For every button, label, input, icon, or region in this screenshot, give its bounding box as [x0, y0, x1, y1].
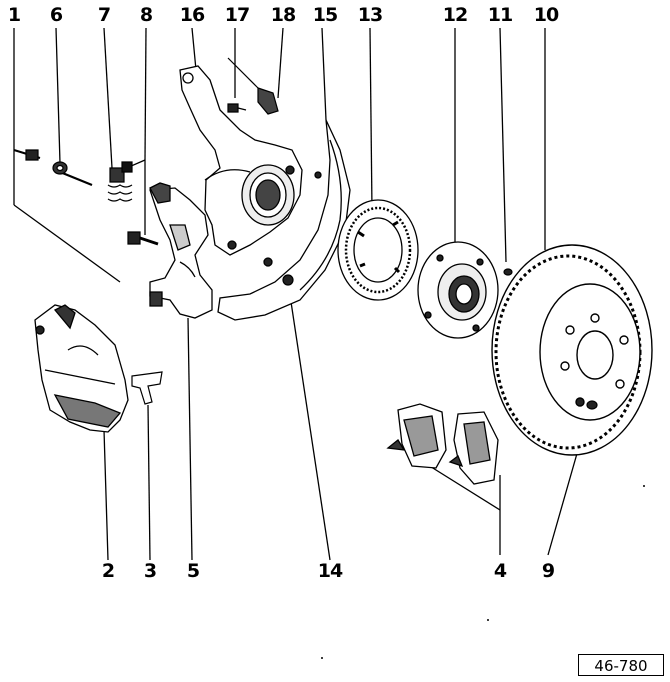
part-label-11: 11 [487, 4, 513, 26]
part-label-1: 1 [7, 4, 21, 26]
leader-18 [278, 28, 283, 98]
part-label-13: 13 [357, 4, 383, 26]
spring-clip-part-3 [132, 372, 162, 404]
part-label-12: 12 [442, 4, 468, 26]
guide-bolts-part-7 [108, 162, 132, 201]
part-label-8: 8 [139, 4, 153, 26]
ref-dots [321, 485, 645, 659]
part-label-14: 14 [317, 560, 343, 582]
leader-14 [288, 282, 330, 560]
leader-7 [104, 28, 112, 168]
bolt-part-14 [283, 275, 293, 285]
leader-5 [188, 318, 192, 560]
brake-pads-part-4 [388, 404, 498, 484]
part-label-4: 4 [493, 560, 507, 582]
wheel-hub-part-12 [418, 242, 498, 338]
part-label-7: 7 [97, 4, 111, 26]
leader-16 [192, 28, 196, 70]
leader-2 [104, 430, 108, 560]
part-label-6: 6 [49, 4, 63, 26]
part-label-17: 17 [224, 4, 250, 26]
leader-8 [145, 28, 146, 160]
abs-sensor-part-17-18 [228, 58, 278, 114]
part-label-18: 18 [270, 4, 296, 26]
splash-shield-part-15 [218, 120, 350, 320]
leader-15 [322, 28, 326, 120]
part-label-15: 15 [312, 4, 338, 26]
bolt-part-8 [128, 232, 158, 244]
leader-13 [370, 28, 372, 210]
screw-part-11 [504, 269, 512, 275]
part-label-3: 3 [143, 560, 157, 582]
caliper-housing-part-2 [35, 305, 128, 432]
leader-1b [14, 205, 120, 282]
part-label-2: 2 [101, 560, 115, 582]
bolt-part-6 [53, 162, 92, 185]
leader-6 [56, 28, 60, 163]
caliper-carrier-part-5 [150, 183, 212, 318]
part-label-16: 16 [179, 4, 205, 26]
part-label-9: 9 [541, 560, 555, 582]
bolt-part-1 [14, 150, 40, 160]
figure-reference-code: 46-780 [578, 654, 664, 676]
part-label-10: 10 [533, 4, 559, 26]
steering-knuckle-part-16 [180, 66, 302, 255]
leader-3 [148, 405, 150, 560]
screw-part-9 [587, 401, 597, 409]
part-label-5: 5 [186, 560, 200, 582]
leader-11 [500, 28, 506, 262]
brake-disc-part-10 [492, 245, 652, 455]
abs-tone-ring-part-13 [338, 200, 418, 300]
